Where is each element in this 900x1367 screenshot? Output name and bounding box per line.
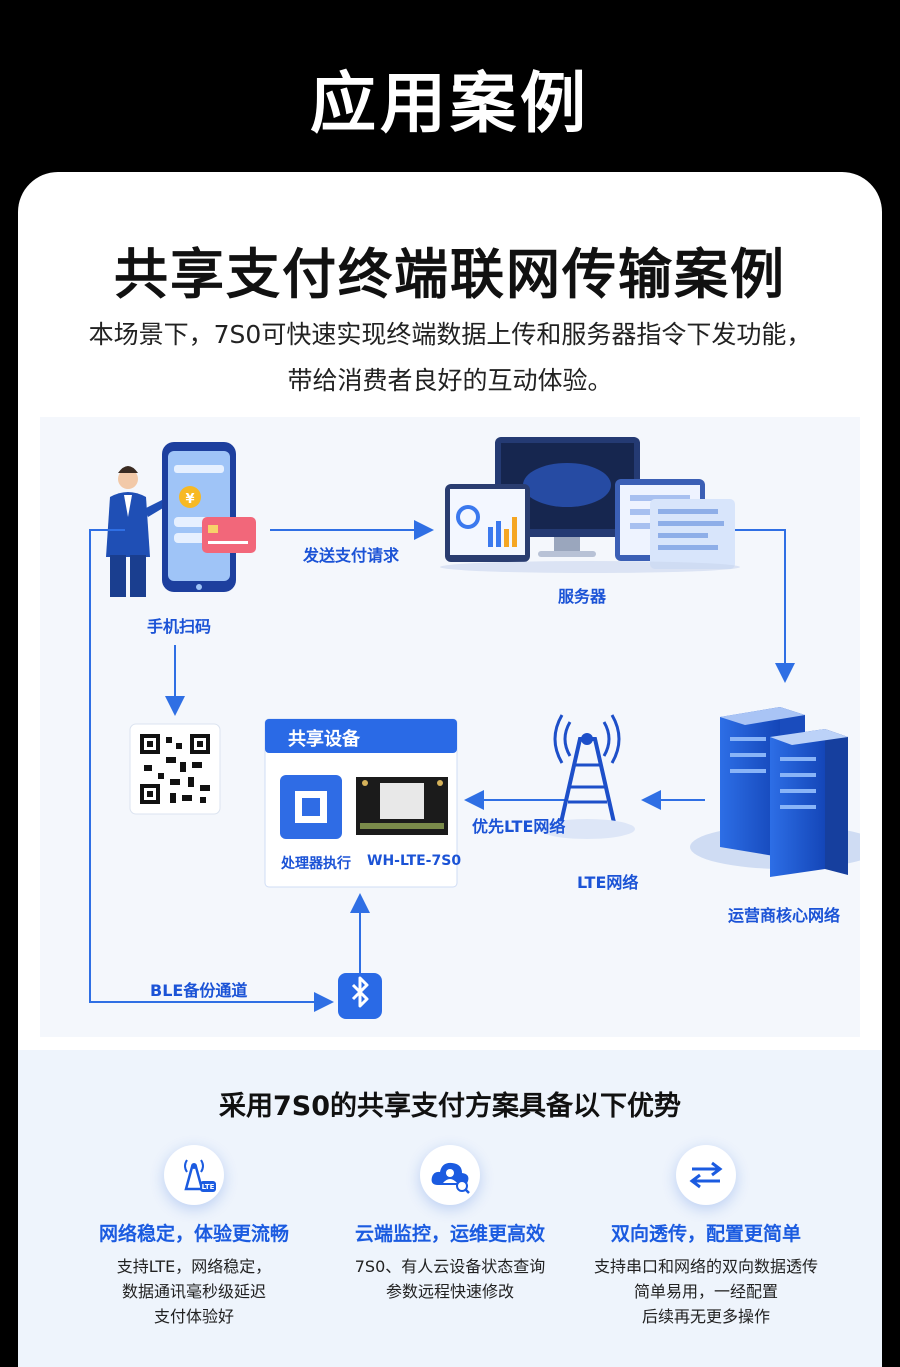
yen-symbol: ¥ <box>185 492 194 507</box>
module-label: WH-LTE-7S0 <box>367 853 462 869</box>
case-desc-line1: 本场景下，7S0可快速实现终端数据上传和服务器指令下发功能， <box>88 320 812 349</box>
operator-network-label: 运营商核心网络 <box>728 906 841 925</box>
lte-network-label: LTE网络 <box>577 873 639 892</box>
advantage-line: 参数远程快速修改 <box>385 1282 514 1301</box>
advantage-line: 7S0、有人云设备状态查询 <box>354 1257 546 1276</box>
lte-module-board-icon <box>356 777 448 835</box>
advantage-text: 支持串口和网络的双向数据透传 简单易用，一经配置 后续再无更多操作 <box>576 1254 836 1329</box>
advantage-line: 简单易用，一经配置 <box>633 1282 778 1301</box>
processor-chip-icon <box>280 775 342 839</box>
server-monitors-icon <box>440 437 740 573</box>
cloud-user-icon <box>420 1145 480 1205</box>
flow-arrows <box>89 520 795 1012</box>
advantage-line: 数据通讯毫秒级延迟 <box>121 1282 266 1301</box>
lte-tower-icon: LTE <box>164 1145 224 1205</box>
advantage-line: 支付体验好 <box>153 1307 234 1326</box>
bank-card-icon <box>202 517 256 553</box>
person-icon <box>106 466 168 597</box>
content-card: 共享支付终端联网传输案例 本场景下，7S0可快速实现终端数据上传和服务器指令下发… <box>18 172 882 1367</box>
advantage-cloud-monitor: 云端监控，运维更高效 7S0、有人云设备状态查询 参数远程快速修改 <box>320 1145 580 1304</box>
case-title: 共享支付终端联网传输案例 <box>114 243 786 306</box>
case-description: 本场景下，7S0可快速实现终端数据上传和服务器指令下发功能， 带给消费者良好的互… <box>58 312 842 404</box>
device-box-title: 共享设备 <box>288 729 360 750</box>
advantage-network-stable: LTE 网络稳定，体验更流畅 支持LTE，网络稳定， 数据通讯毫秒级延迟 支付体… <box>64 1145 324 1329</box>
case-desc-line2: 带给消费者良好的互动体验。 <box>287 366 613 395</box>
page-title: 应用案例 <box>310 65 590 142</box>
advantage-line: 支持LTE，网络稳定， <box>116 1257 272 1276</box>
operator-server-racks-icon <box>690 707 860 877</box>
advantage-two-way-transparent: 双向透传，配置更简单 支持串口和网络的双向数据透传 简单易用，一经配置 后续再无… <box>576 1145 836 1329</box>
arrow-server-to-operator <box>735 529 795 683</box>
lte-priority-label: 优先LTE网络 <box>472 817 566 836</box>
advantage-text: 7S0、有人云设备状态查询 参数远程快速修改 <box>320 1254 580 1304</box>
phone-scan-label: 手机扫码 <box>147 617 212 636</box>
two-way-arrows-icon <box>676 1145 736 1205</box>
advantage-title: 网络稳定，体验更流畅 <box>98 1223 289 1245</box>
advantage-line: 后续再无更多操作 <box>641 1307 770 1326</box>
qr-code-icon <box>129 723 221 815</box>
advantage-line: 支持串口和网络的双向数据透传 <box>593 1257 818 1276</box>
network-diagram: ¥ <box>40 417 860 1037</box>
svg-text:LTE: LTE <box>202 1183 215 1191</box>
advantage-title: 云端监控，运维更高效 <box>354 1223 545 1245</box>
ble-backup-label: BLE备份通道 <box>150 981 248 1000</box>
header: 应用案例 <box>0 0 900 175</box>
lte-tower-icon <box>539 714 635 839</box>
arrow-ble-channel <box>89 529 334 1012</box>
bluetooth-icon <box>338 973 382 1019</box>
phone-icon <box>162 442 236 592</box>
processor-label: 处理器执行 <box>281 856 351 872</box>
advantages-section: 采用7S0的共享支付方案具备以下优势 LTE 网络稳定，体验更流畅 支持LTE，… <box>18 1050 882 1367</box>
pay-request-label: 发送支付请求 <box>303 546 400 565</box>
advantage-text: 支持LTE，网络稳定， 数据通讯毫秒级延迟 支付体验好 <box>64 1254 324 1329</box>
diagram-graphics: ¥ <box>89 437 860 1019</box>
advantage-title: 双向透传，配置更简单 <box>610 1223 801 1245</box>
advantages-title: 采用7S0的共享支付方案具备以下优势 <box>218 1091 682 1122</box>
server-label: 服务器 <box>558 587 607 606</box>
